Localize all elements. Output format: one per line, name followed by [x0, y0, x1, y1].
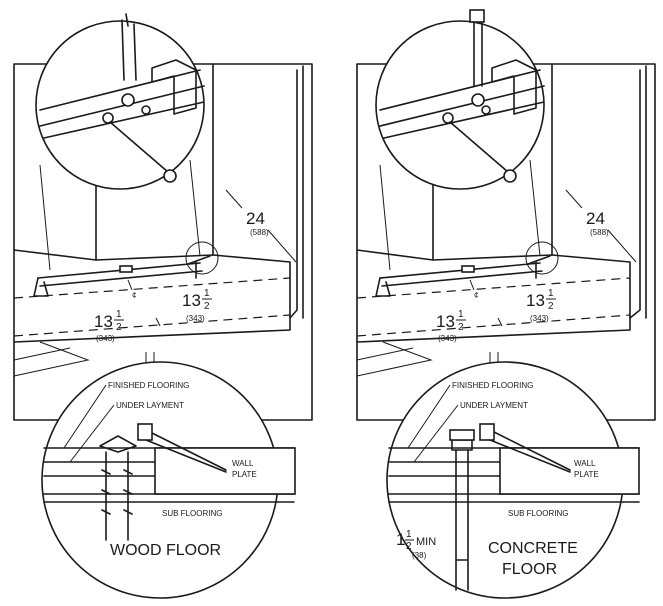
min-depth-dimension: 1 1 2 MIN (38) — [396, 529, 436, 560]
dim-left-den: 2 — [116, 322, 122, 333]
grab-bar-rail — [33, 255, 211, 297]
label-plate: PLATE — [574, 470, 599, 479]
label-wall: WALL — [574, 459, 596, 468]
dim-left-whole: 13 — [94, 312, 113, 331]
label-sub-flooring: SUB FLOORING — [162, 509, 222, 518]
dim-left-den: 2 — [458, 322, 464, 333]
leader-lines-upper — [39, 159, 201, 271]
floor-type-label-2: FLOOR — [502, 561, 557, 578]
dim-right-mm: (343) — [186, 314, 205, 323]
label-underlayment: UNDER LAYMENT — [460, 401, 528, 410]
dim-top-mm: (588) — [250, 228, 269, 237]
dim-left-num: 1 — [458, 309, 464, 320]
min-mm: (38) — [412, 551, 427, 560]
detail-callout-circle — [185, 241, 219, 275]
wood-floor-diagram: 24 (588) 13 1 2 (343) 13 1 2 (343) ¢ F — [13, 13, 313, 599]
dim-left-num: 1 — [116, 309, 122, 320]
grab-bar-rail — [375, 255, 551, 297]
upper-detail-circle — [35, 13, 205, 190]
floor-type-label-1: CONCRETE — [488, 540, 578, 557]
lower-detail-circle: FINISHED FLOORING UNDER LAYMENT WALL PLA… — [41, 352, 296, 599]
dim-left-whole: 13 — [436, 312, 455, 331]
upper-detail-circle — [375, 9, 545, 190]
lower-detail-circle: FINISHED FLOORING UNDER LAYMENT WALL PLA… — [386, 352, 640, 599]
dim-right-whole: 13 — [526, 291, 545, 310]
min-whole: 1 — [396, 530, 405, 549]
min-den: 2 — [406, 541, 412, 552]
dim-left-mm: (343) — [438, 334, 457, 343]
floor-type-label: WOOD FLOOR — [110, 542, 221, 559]
centerline-mark: ¢ — [132, 291, 136, 300]
leader-lines-upper — [379, 159, 541, 271]
label-wall: WALL — [232, 459, 254, 468]
centerline-mark: ¢ — [474, 291, 478, 300]
dim-right-num: 1 — [548, 288, 554, 299]
dim-right-den: 2 — [548, 301, 554, 312]
min-num: 1 — [406, 529, 412, 540]
label-plate: PLATE — [232, 470, 257, 479]
label-finished-flooring: FINISHED FLOORING — [452, 381, 533, 390]
dim-right-whole: 13 — [182, 291, 201, 310]
dim-right-num: 1 — [204, 288, 210, 299]
dim-right-mm: (343) — [530, 314, 549, 323]
concrete-floor-diagram: 24 (588) 13 1 2 (343) 13 1 2 (343) ¢ — [356, 9, 656, 599]
min-text: MIN — [416, 536, 436, 548]
label-finished-flooring: FINISHED FLOORING — [108, 381, 189, 390]
label-sub-flooring: SUB FLOORING — [508, 509, 568, 518]
dim-right-den: 2 — [204, 301, 210, 312]
dim-top-mm: (588) — [590, 228, 609, 237]
dimensions: 24 (588) 13 1 2 (343) 13 1 2 (343) ¢ — [436, 189, 637, 343]
dim-top-whole: 24 — [246, 209, 265, 228]
dim-top-whole: 24 — [586, 209, 605, 228]
label-underlayment: UNDER LAYMENT — [116, 401, 184, 410]
detail-callout-circle — [525, 241, 559, 275]
dimensions: 24 (588) 13 1 2 (343) 13 1 2 (343) ¢ — [94, 189, 297, 343]
dim-left-mm: (343) — [96, 334, 115, 343]
